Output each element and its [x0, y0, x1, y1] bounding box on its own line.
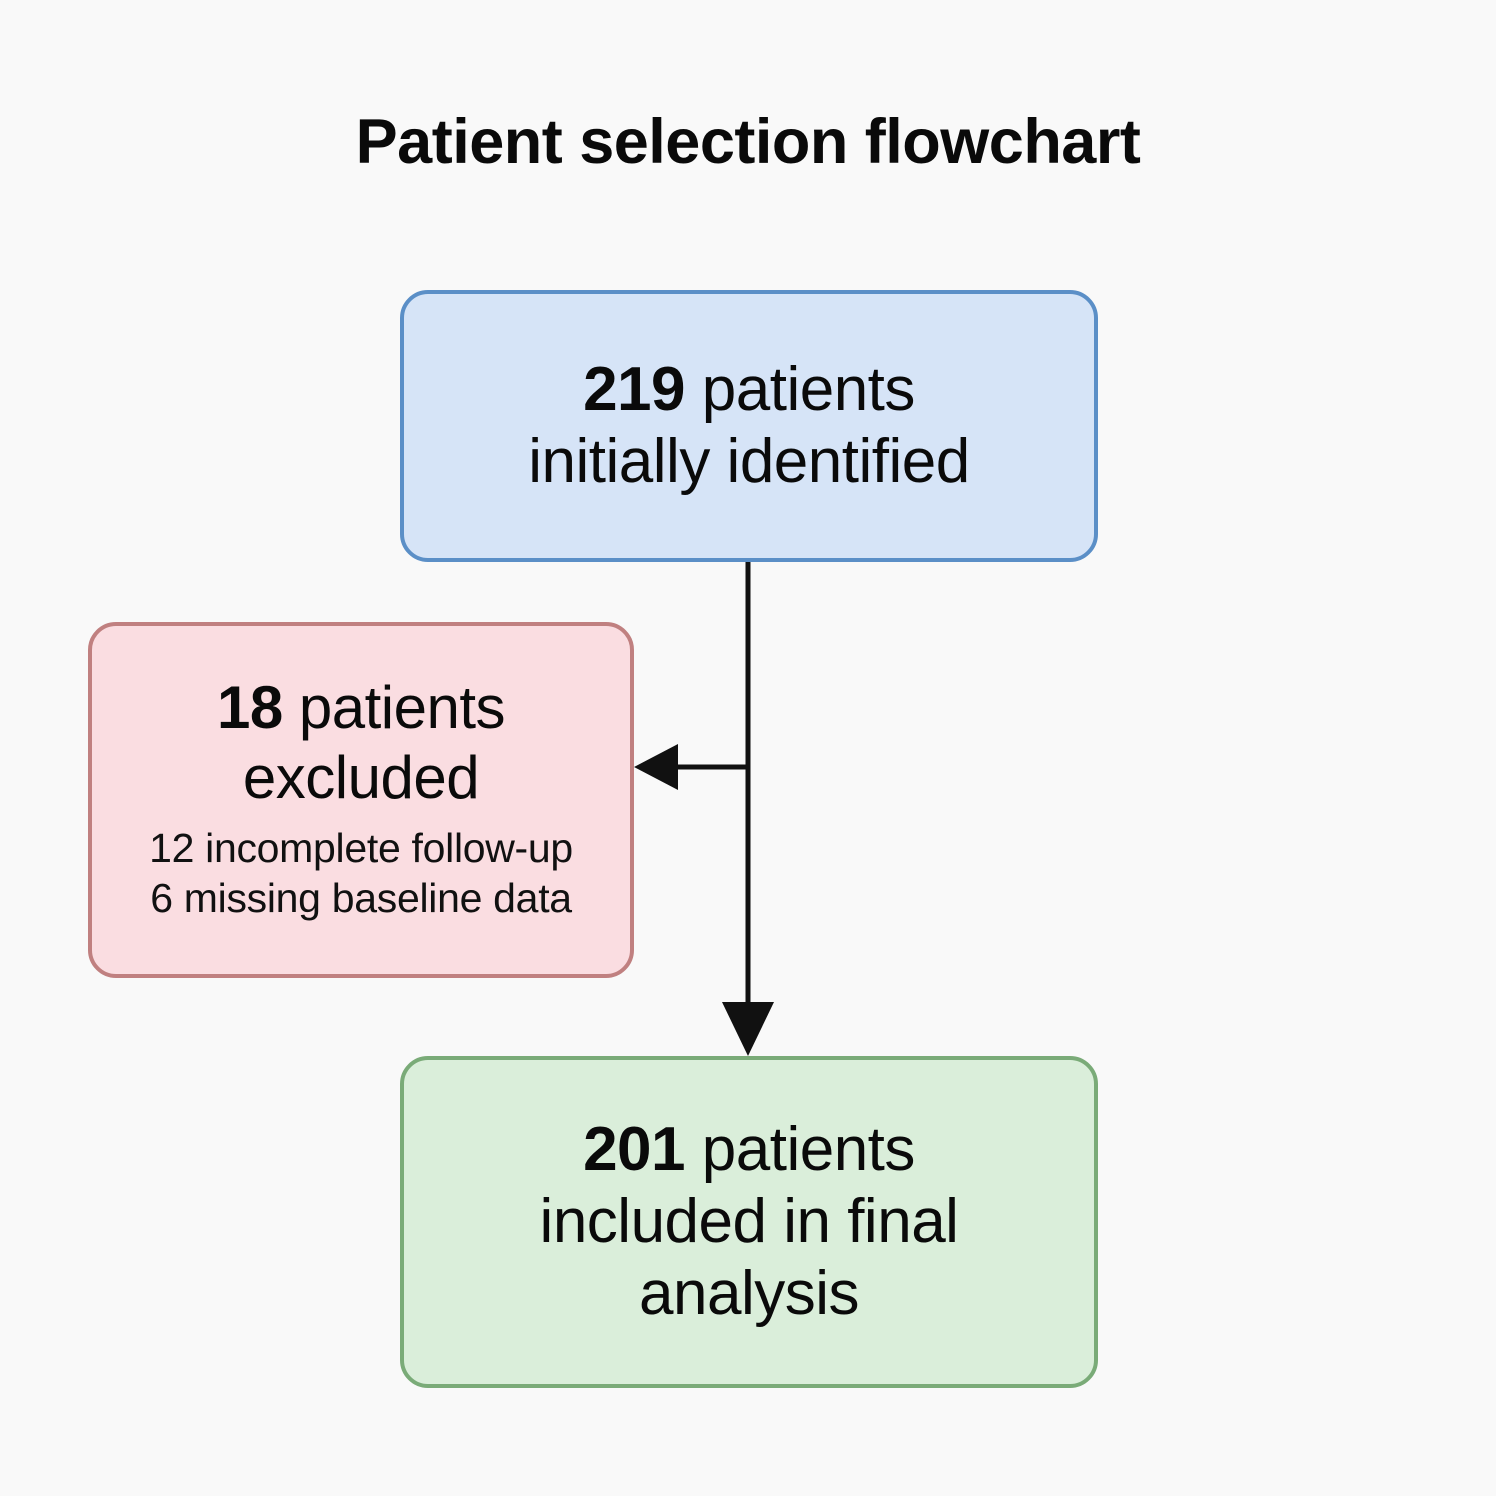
- flow-node-identified[interactable]: 219 patients initially identified: [400, 290, 1098, 562]
- flow-node-identified-label: patients: [685, 355, 916, 425]
- flow-node-included-line2: included in final: [539, 1187, 959, 1257]
- flow-node-excluded-label: patients: [282, 674, 506, 742]
- flow-node-excluded-line2: excluded: [242, 743, 480, 811]
- exclusion-reason-1: 12 incomplete follow-up: [149, 824, 573, 871]
- flow-node-included-line3: analysis: [639, 1258, 860, 1328]
- flow-node-included-count: 201: [583, 1115, 686, 1185]
- flow-node-identified-text: 219 patients initially identified: [528, 354, 970, 498]
- flow-node-excluded-count: 18: [216, 674, 283, 742]
- flow-node-included-text: 201 patients included in final analysis: [540, 1114, 959, 1330]
- arrowhead-down-icon: [722, 1002, 774, 1056]
- exclusion-reason-2: 6 missing baseline data: [150, 874, 572, 921]
- flow-node-included[interactable]: 201 patients included in final analysis: [400, 1056, 1098, 1388]
- flow-node-identified-count: 219: [583, 355, 686, 425]
- page-title: Patient selection flowchart: [355, 107, 1141, 177]
- flow-node-excluded-reasons: 12 incomplete follow-up 6 missing baseli…: [149, 823, 573, 923]
- arrowhead-left-icon: [634, 744, 678, 790]
- flow-node-excluded-text: 18 patients excluded: [216, 673, 506, 812]
- flow-node-excluded[interactable]: 18 patients excluded 12 incomplete follo…: [88, 622, 634, 978]
- flow-node-included-label: patients: [685, 1115, 916, 1185]
- flow-node-identified-line2: initially identified: [528, 427, 970, 496]
